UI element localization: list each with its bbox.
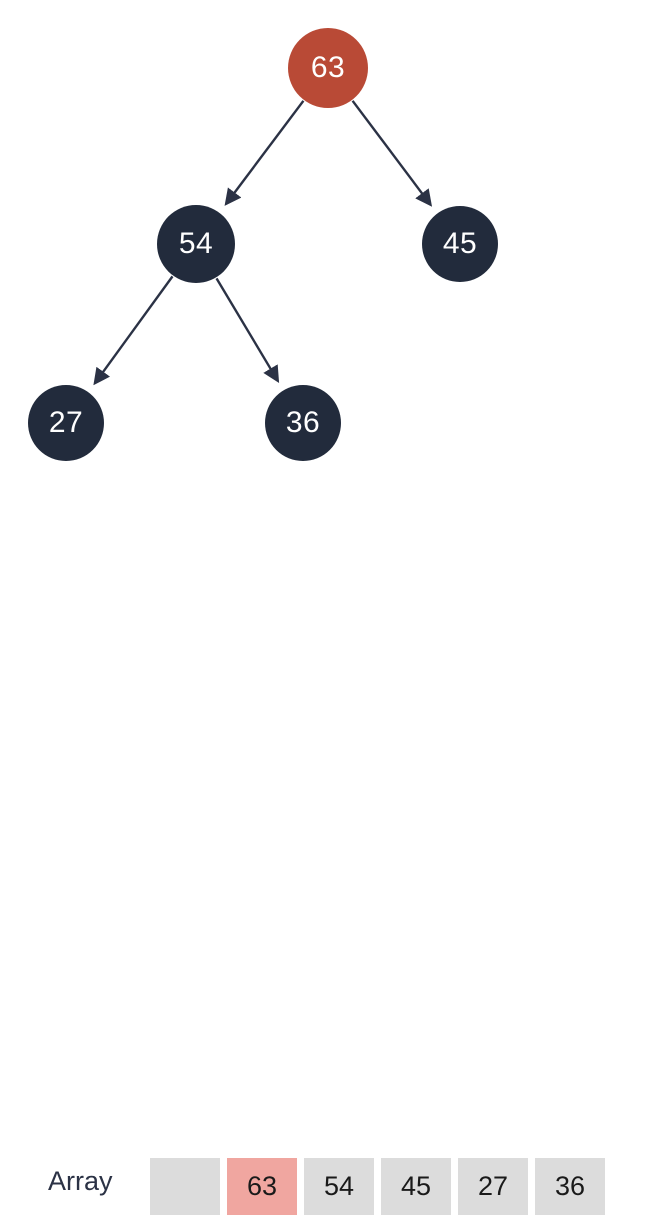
tree-edge-n0-n1 <box>224 100 305 206</box>
tree-node-54[interactable]: 54 <box>157 205 235 283</box>
tree-node-36[interactable]: 36 <box>265 385 341 461</box>
tree-node-label: 63 <box>310 51 346 84</box>
array-cell-value: 63 <box>246 1171 278 1201</box>
tree-edge-n0-n2 <box>351 100 433 207</box>
array-cell-2[interactable]: 54 <box>304 1158 374 1215</box>
array-cell-value: 54 <box>323 1171 355 1201</box>
array-cells: 63 54 45 27 36 <box>150 1158 605 1215</box>
tree-node-63[interactable]: 63 <box>288 28 368 108</box>
array-cell-0[interactable] <box>150 1158 220 1215</box>
tree-edges-canvas <box>93 100 433 386</box>
tree-edge-n1-n3 <box>93 275 174 386</box>
array-cell-4[interactable]: 27 <box>458 1158 528 1215</box>
array-label: Array <box>48 1166 113 1196</box>
array-cell-value: 27 <box>477 1171 509 1201</box>
array-cell-3[interactable]: 45 <box>381 1158 451 1215</box>
array-cell-1[interactable]: 63 <box>227 1158 297 1215</box>
tree-node-45[interactable]: 45 <box>422 206 498 282</box>
tree-node-label: 54 <box>178 227 214 260</box>
tree-node-label: 45 <box>442 227 478 260</box>
array-cell-value: 45 <box>400 1171 432 1201</box>
edge-layer <box>93 100 433 386</box>
tree-node-label: 36 <box>285 406 321 439</box>
array-cell-value: 36 <box>554 1171 586 1201</box>
tree-edge-n1-n4 <box>215 277 280 384</box>
array-section: Array 63 54 45 27 36 <box>0 570 654 1215</box>
tree-node-label: 27 <box>48 406 84 439</box>
tree-node-27[interactable]: 27 <box>28 385 104 461</box>
array-cell-5[interactable]: 36 <box>535 1158 605 1215</box>
